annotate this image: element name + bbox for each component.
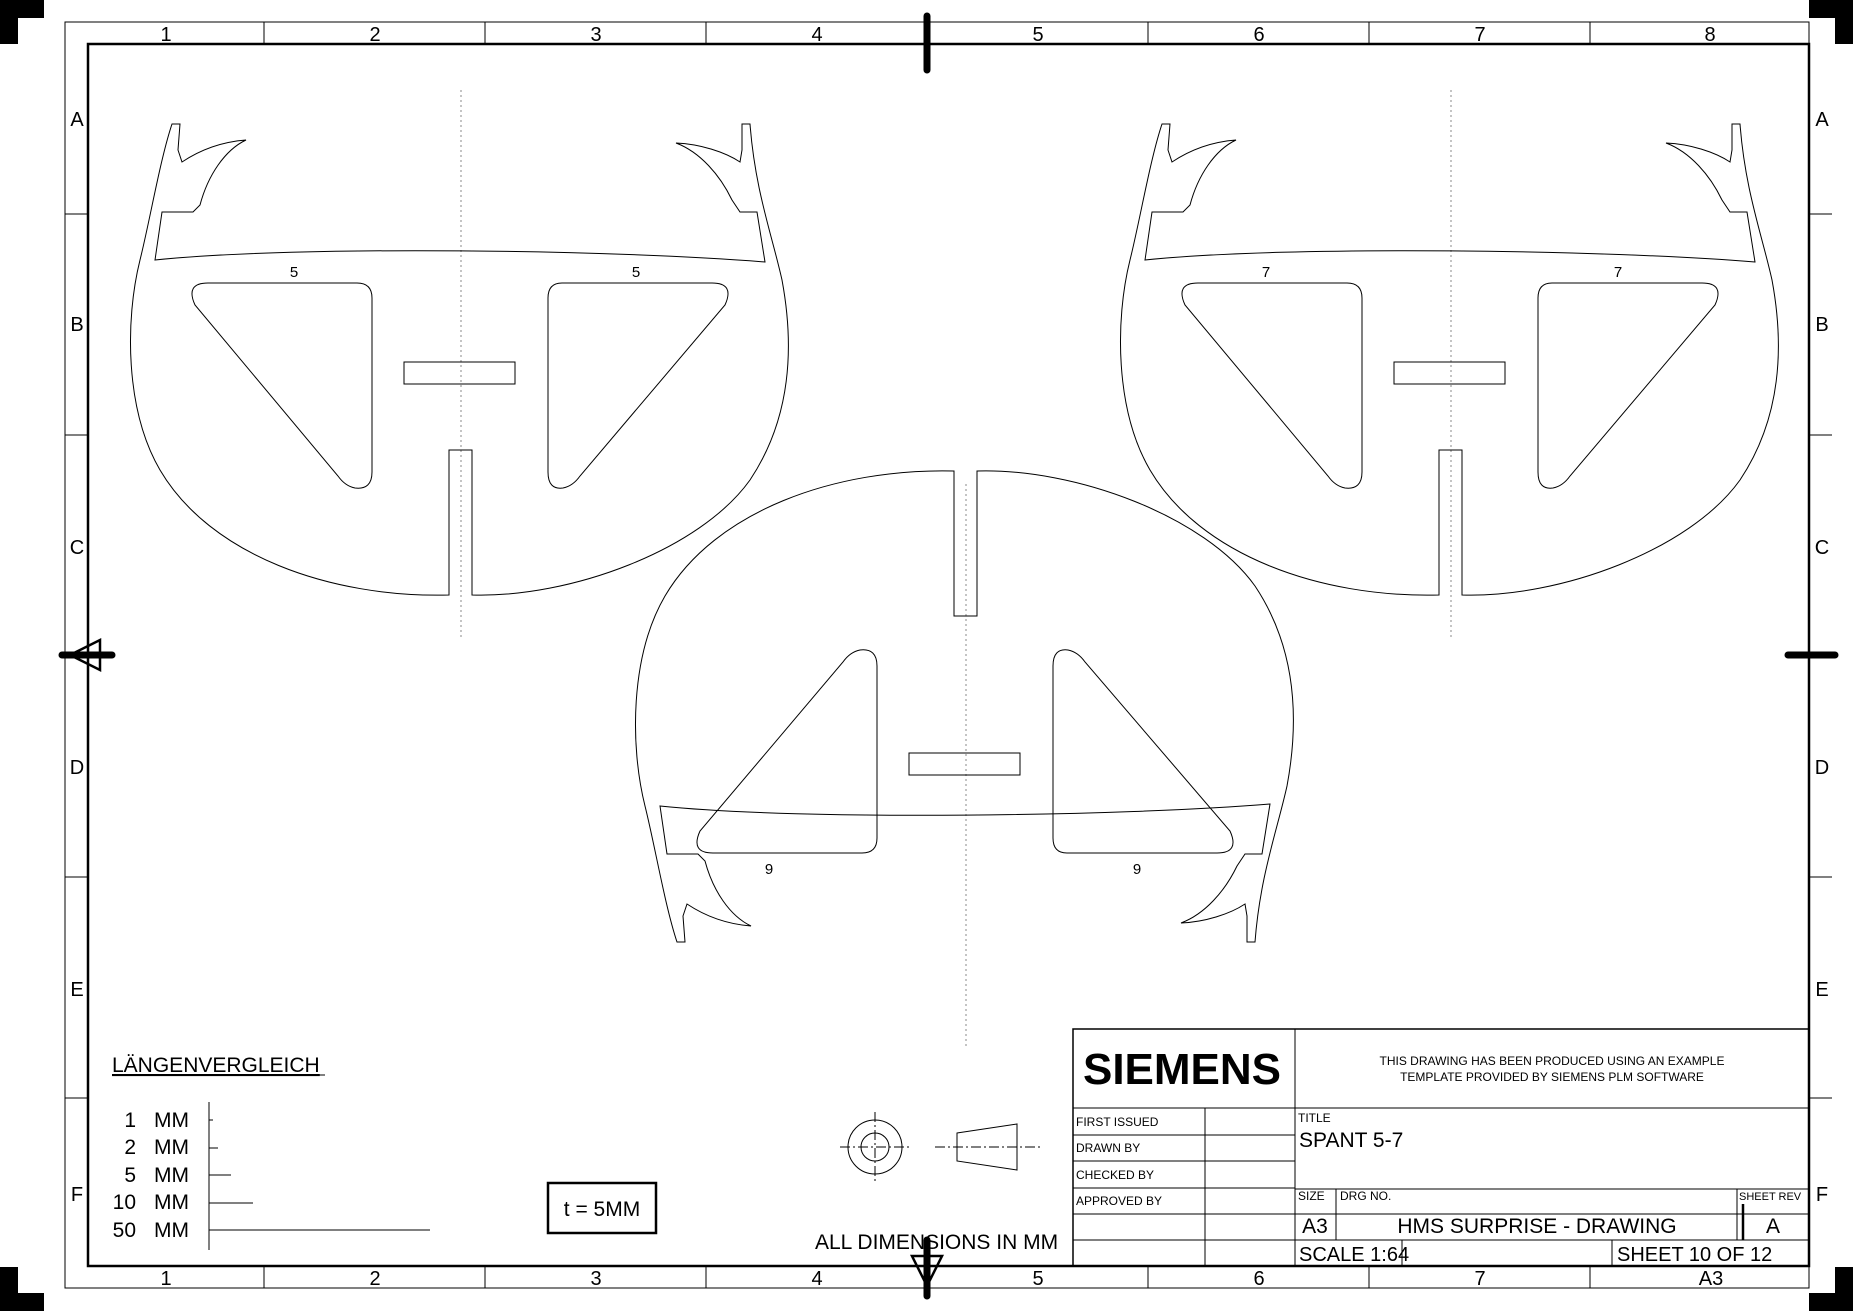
zone-row-label: E [1815,979,1828,1001]
drg-no-label: DRG NO. [1340,1189,1391,1203]
size-label: SIZE [1298,1189,1325,1203]
zone-row-label: F [1816,1184,1828,1206]
approved-by-label: APPROVED BY [1076,1194,1162,1208]
frame-part-right: 7 7 [1119,90,1779,640]
part-number-label: 9 [765,861,773,878]
zone-row-label: C [70,537,84,559]
scale-value: 50 [113,1219,136,1242]
zone-row-label: D [70,757,84,779]
siemens-logo: SIEMENS [1083,1045,1281,1094]
drawing-number: HMS SURPRISE - DRAWING [1397,1215,1676,1238]
corner-mark [0,1293,44,1311]
lightening-hole [1052,649,1234,854]
scale-unit: MM [154,1109,189,1132]
frame-outline [634,470,1294,943]
lightening-hole [547,282,729,489]
thickness-box [546,1181,658,1235]
template-notice: THIS DRAWING HAS BEEN PRODUCED USING AN … [1380,1054,1725,1068]
first-issued-label: FIRST ISSUED [1076,1115,1159,1129]
checked-by-label: CHECKED BY [1076,1168,1154,1182]
zone-col-label: 8 [1704,24,1715,46]
slot [403,361,516,385]
scale-value-label: SCALE 1:64 [1299,1244,1409,1266]
corner-mark [1809,0,1853,18]
zone-row-label: B [1815,314,1828,336]
sheet-number: SHEET 10 OF 12 [1617,1244,1772,1266]
projection-symbol [840,1112,1040,1182]
zone-col-label: 6 [1253,1268,1264,1290]
zone-col-label: 5 [1032,1268,1043,1290]
scale-value: 10 [113,1191,136,1214]
zone-row-label: E [70,979,83,1001]
slot [908,752,1021,776]
frame-outline [1119,123,1779,596]
scale-unit: MM [154,1191,189,1214]
zone-row-label: B [70,314,83,336]
template-notice: TEMPLATE PROVIDED BY SIEMENS PLM SOFTWAR… [1400,1070,1704,1084]
frame-outline [129,123,789,596]
title-block: SIEMENS THIS DRAWING HAS BEEN PRODUCED U… [1072,1028,1810,1267]
zone-col-label: 4 [811,24,822,46]
corner-mark [0,0,44,18]
zone-col-label: 1 [160,24,171,46]
outer-frame [64,21,1810,1289]
sheet-rev-label: SHEET REV [1739,1191,1802,1203]
zone-row-label: A [1815,109,1829,131]
zone-col-label: 4 [811,1268,822,1290]
zone-col-label: 2 [369,1268,380,1290]
zone-col-label: 6 [1253,24,1264,46]
scale-unit: MM [154,1136,189,1159]
corner-mark [1809,1293,1853,1311]
drawing-title: SPANT 5-7 [1299,1129,1403,1152]
projection-arrow-left [67,637,102,673]
zone-col-label: 5 [1032,24,1043,46]
scale-legend-title: LÄNGENVERGLEICH [112,1054,320,1077]
zone-row-label: A [70,109,84,131]
part-number-label: 5 [632,264,640,281]
lightening-hole [1181,282,1363,489]
part-number-label: 9 [1133,861,1141,878]
scale-value: 2 [124,1136,136,1159]
scale-unit: MM [154,1219,189,1242]
zone-col-label: 7 [1474,24,1485,46]
drawn-by-label: DRAWN BY [1076,1141,1140,1155]
lightening-hole [1537,282,1719,489]
zone-row-label: C [1815,537,1829,559]
zone-row-label: D [1815,757,1829,779]
frame-part-bottom [634,470,1294,1046]
dimensions-note: ALL DIMENSIONS IN MM [815,1231,1058,1254]
thickness-note: t = 5MM [564,1198,640,1221]
zone-col-label: 2 [369,24,380,46]
part-number-label: 5 [290,264,298,281]
scale-unit: MM [154,1164,189,1187]
zone-format-label: A3 [1699,1268,1723,1290]
lightening-hole [191,282,373,489]
scale-legend: LÄNGENVERGLEICH 1 MM 2 MM 5 MM 10 MM 50 … [112,1054,430,1250]
title-label: TITLE [1298,1111,1331,1125]
projection-arrow-bottom [909,1254,945,1289]
zone-col-label: 3 [590,24,601,46]
lightening-hole [696,649,878,854]
sheet-size: A3 [1302,1215,1328,1238]
slot [1393,361,1506,385]
sheet-revision: A [1766,1215,1780,1238]
zone-col-label: 1 [160,1268,171,1290]
scale-value: 1 [124,1109,136,1132]
zone-row-label: F [71,1184,83,1206]
scale-value: 5 [124,1164,136,1187]
zone-col-label: 7 [1474,1268,1485,1290]
part-number-label: 7 [1262,264,1270,281]
frame-part-left: 5 5 [129,90,789,640]
zone-col-label: 3 [590,1268,601,1290]
zone-dividers [65,22,1832,1288]
part-number-label: 7 [1614,264,1622,281]
